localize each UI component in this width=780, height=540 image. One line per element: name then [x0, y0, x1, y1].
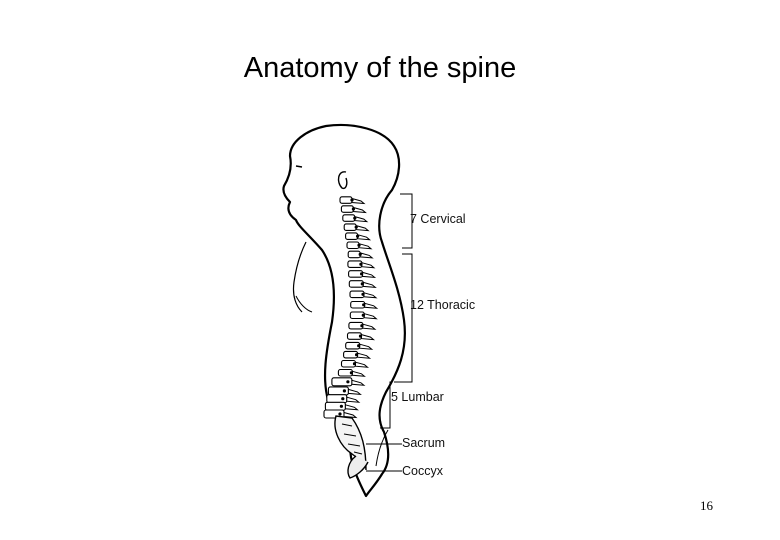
spinous-process [363, 313, 378, 320]
sacrum-texture [341, 423, 363, 455]
vertebra-body [346, 241, 360, 250]
vertebral-foramen [358, 334, 363, 338]
vertebral-foramen [339, 404, 343, 408]
spinous-process [346, 396, 361, 403]
vertebral-foramen [338, 412, 342, 416]
vertebra-body [339, 196, 353, 204]
vertebra-body [340, 205, 354, 213]
vertebral-foramen [361, 313, 365, 317]
spinous-process [347, 388, 362, 396]
chest-contour [295, 295, 313, 313]
spinous-process [362, 271, 377, 279]
vertebra-body [347, 250, 361, 259]
spinous-process [359, 252, 374, 259]
spinous-process [351, 197, 366, 205]
spinous-process [361, 333, 376, 341]
body-silhouette [282, 123, 406, 498]
spinous-process [351, 379, 366, 386]
back-fold-line [375, 429, 389, 467]
spinous-process [354, 215, 369, 223]
ear [337, 171, 348, 190]
vertebral-foramen [346, 380, 350, 384]
spinous-process [357, 352, 372, 359]
spinous-process [351, 370, 366, 377]
spinous-process [363, 292, 378, 299]
cervical-bracket [400, 193, 413, 249]
vertebra-body [342, 214, 356, 222]
vertebral-foramen [355, 353, 359, 357]
spinous-process [359, 343, 374, 350]
spinous-process [355, 224, 370, 232]
vertebral-foramen [353, 216, 357, 220]
eye [295, 165, 303, 168]
vertebral-foramen [359, 262, 363, 266]
vertebral-foramen [357, 344, 361, 348]
spinous-process [357, 234, 372, 241]
vertebra-body [345, 232, 359, 240]
spine-column [323, 196, 379, 419]
thoracic-label: 12 Thoracic [410, 298, 476, 312]
cervical-label: 7 Cervical [410, 212, 466, 226]
coccyx-label: Coccyx [402, 464, 443, 478]
spinous-process [355, 361, 370, 368]
thoracic-bracket [394, 253, 413, 383]
vertebral-foramen [361, 292, 365, 296]
vertebral-foramen [350, 198, 354, 202]
vertebral-foramen [360, 282, 364, 286]
vertebral-foramen [352, 362, 357, 366]
vertebral-foramen [357, 243, 361, 247]
spinous-process [343, 411, 358, 419]
spinous-process [358, 243, 373, 250]
vertebral-foramen [356, 234, 360, 238]
spinous-process [362, 281, 377, 289]
vertebral-foramen [349, 371, 353, 375]
vertebral-foramen [358, 252, 362, 256]
vertebral-foramen [354, 225, 358, 229]
spinous-process [352, 206, 367, 214]
vertebral-foramen [351, 207, 355, 211]
vertebral-foramen [342, 389, 346, 393]
spinous-process [361, 262, 376, 269]
vertebral-foramen [360, 272, 364, 276]
lumbar-label: 5 Lumbar [391, 390, 444, 404]
sacrum-label: Sacrum [402, 436, 446, 450]
slide-title: Anatomy of the spine [243, 52, 517, 84]
spinous-process [364, 302, 379, 309]
page-number: 16 [700, 498, 713, 513]
vertebra-body [343, 223, 357, 231]
vertebral-foramen [362, 303, 366, 307]
vertebral-foramen [360, 324, 364, 328]
spinous-process [344, 404, 359, 411]
spinous-process [362, 323, 377, 330]
vertebral-foramen [341, 397, 345, 401]
lumbar-bracket [380, 381, 392, 429]
arm-contour [292, 241, 307, 313]
coccyx [347, 455, 369, 479]
